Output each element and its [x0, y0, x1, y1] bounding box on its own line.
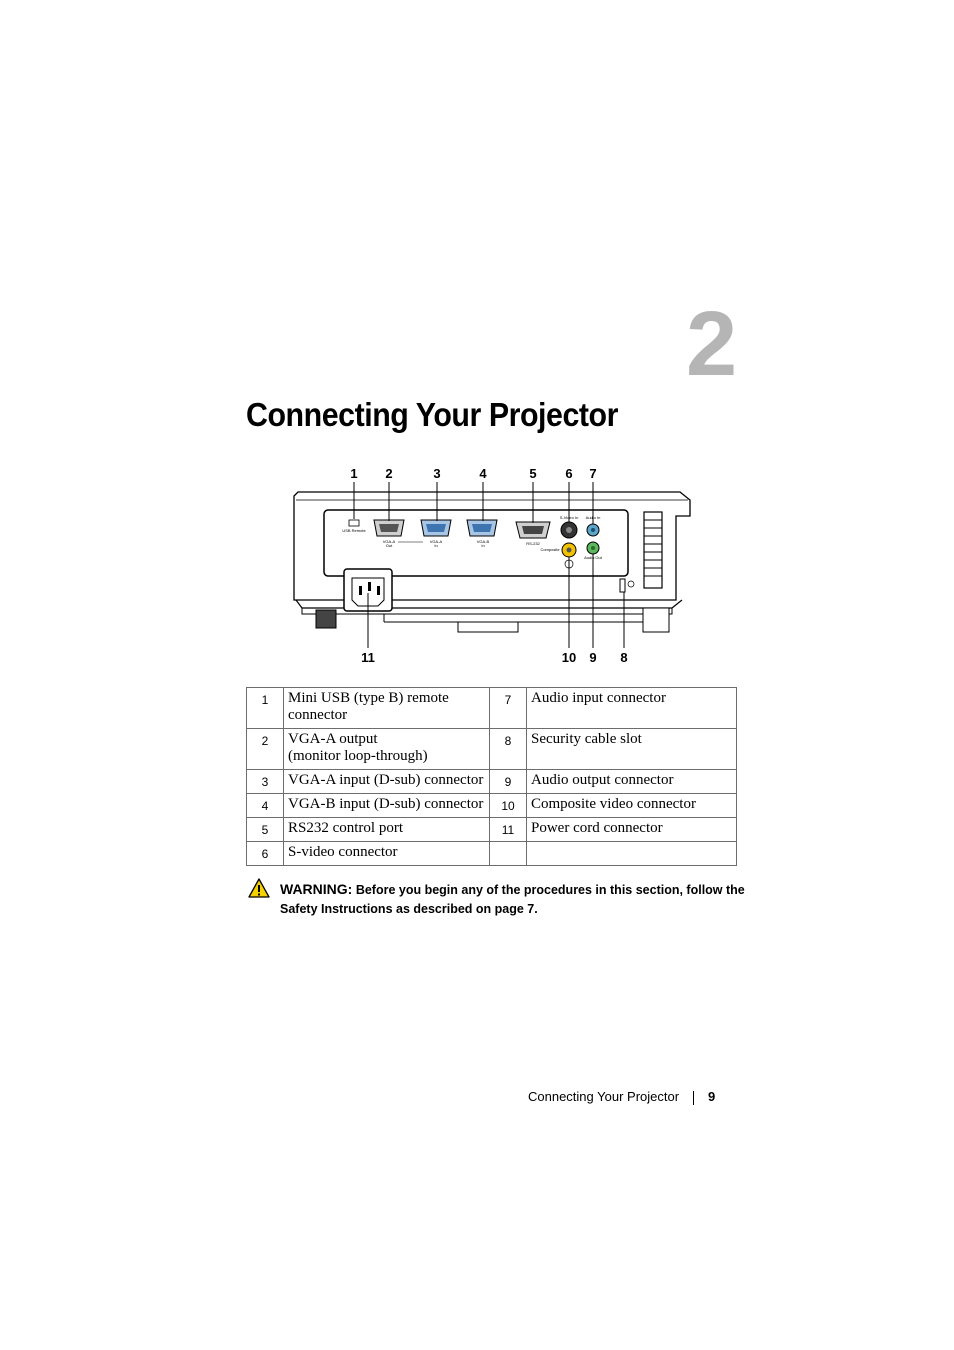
table-row: 1 Mini USB (type B) remote connector 7 A…: [246, 687, 737, 729]
table-row: 5 RS232 control port 11 Power cord conne…: [246, 817, 737, 842]
page-footer: Connecting Your Projector 9: [528, 1089, 715, 1105]
chapter-number: 2: [686, 293, 738, 395]
callout-7: 7: [589, 466, 596, 481]
legend-number: 4: [246, 793, 284, 818]
legend-description: Power cord connector: [526, 817, 737, 842]
legend-number: 3: [246, 769, 284, 794]
warning-text-block: WARNING: Before you begin any of the pro…: [280, 880, 746, 919]
legend-description: Audio input connector: [526, 687, 737, 729]
legend-description-line2: (monitor loop-through): [288, 748, 428, 764]
footer-separator: [693, 1090, 695, 1105]
legend-description-line1: VGA-A output: [288, 731, 378, 747]
callout-10: 10: [562, 650, 576, 665]
warning-icon: [248, 878, 270, 898]
warning-label: WARNING:: [280, 881, 353, 897]
callout-4: 4: [479, 466, 487, 481]
callout-1: 1: [350, 466, 357, 481]
projector-rear-panel-figure: 1 2 3 4 5 6 7 USB Remote VGA-A: [288, 462, 698, 672]
legend-description: Security cable slot: [526, 728, 737, 770]
projector-diagram: 1 2 3 4 5 6 7 USB Remote VGA-A: [293, 466, 691, 665]
legend-number: 1: [246, 687, 284, 729]
table-row: 6 S-video connector: [246, 841, 737, 866]
label-vga-a-in: VGA-A: [430, 539, 443, 544]
label-vga-b-in: VGA-B: [477, 539, 490, 544]
page-number: 9: [708, 1089, 716, 1104]
label-vga-a-out-sub: Out: [386, 543, 393, 548]
callout-6: 6: [565, 466, 572, 481]
connector-legend-table: 1 Mini USB (type B) remote connector 7 A…: [246, 687, 737, 866]
legend-number: 7: [489, 687, 527, 729]
footer-section-title: Connecting Your Projector: [528, 1089, 680, 1104]
callout-5: 5: [529, 466, 536, 481]
legend-number: 2: [246, 728, 284, 770]
security-slot: [619, 578, 626, 593]
legend-description: RS232 control port: [283, 817, 490, 842]
legend-number: 8: [489, 728, 527, 770]
callout-3: 3: [433, 466, 440, 481]
label-composite: Composite: [540, 547, 560, 552]
warning-message: Before you begin any of the procedures i…: [280, 883, 745, 916]
legend-number: 10: [489, 793, 527, 818]
legend-number: [489, 841, 527, 866]
table-row: 2 VGA-A output (monitor loop-through) 8 …: [246, 728, 737, 770]
chapter-title: Connecting Your Projector: [246, 396, 618, 433]
legend-description: VGA-A input (D-sub) connector: [283, 769, 490, 794]
legend-description: Mini USB (type B) remote connector: [283, 687, 490, 729]
table-row: 4 VGA-B input (D-sub) connector 10 Compo…: [246, 793, 737, 818]
label-vga-a-out: VGA-A: [383, 539, 396, 544]
label-vga-b-in-sub: In: [481, 543, 484, 548]
legend-number: 5: [246, 817, 284, 842]
legend-description: Audio output connector: [526, 769, 737, 794]
table-row: 3 VGA-A input (D-sub) connector 9 Audio …: [246, 769, 737, 794]
callout-11: 11: [361, 650, 375, 665]
legend-number: 11: [489, 817, 527, 842]
callout-9: 9: [589, 650, 596, 665]
label-vga-a-in-sub: In: [434, 543, 437, 548]
label-usb: USB Remote: [342, 528, 366, 533]
legend-description: VGA-B input (D-sub) connector: [283, 793, 490, 818]
foot-left: [315, 609, 337, 629]
legend-description: [526, 841, 737, 866]
usb-port: [348, 519, 360, 527]
legend-number: 9: [489, 769, 527, 794]
legend-description: VGA-A output (monitor loop-through): [283, 728, 490, 770]
vent-grille: [643, 511, 663, 589]
legend-number: 6: [246, 841, 284, 866]
callout-8: 8: [620, 650, 627, 665]
callout-2: 2: [385, 466, 392, 481]
legend-description: S-video connector: [283, 841, 490, 866]
foot-right: [642, 607, 670, 633]
label-rs232: RS-232: [526, 541, 540, 546]
legend-description: Composite video connector: [526, 793, 737, 818]
